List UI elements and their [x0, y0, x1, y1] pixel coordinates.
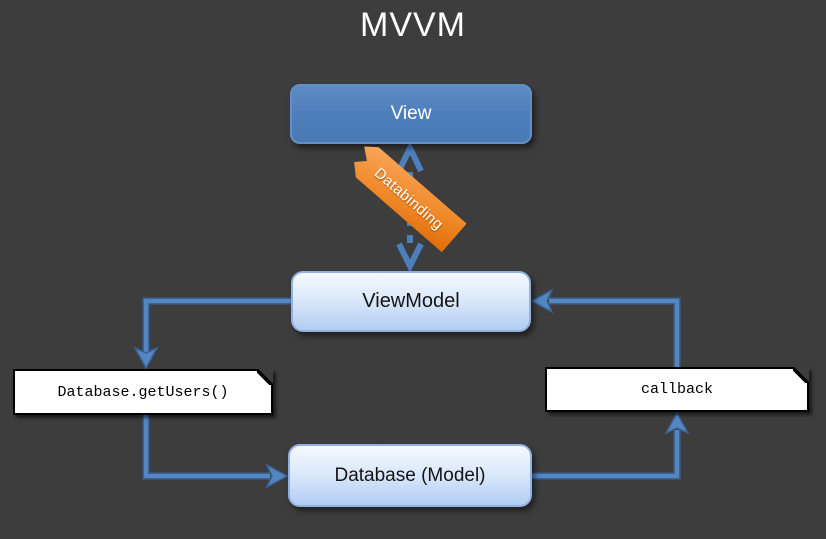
- edge-viewmodel-to-getusers: [133, 297, 292, 370]
- viewmodel-node: ViewModel: [291, 271, 531, 332]
- edge-getusers-to-database: [142, 414, 289, 489]
- callback-label: callback: [640, 381, 713, 398]
- viewmodel-node-label: ViewModel: [362, 290, 460, 312]
- database-getusers-label: Database.getUsers(): [57, 383, 229, 401]
- database-model-node: Database (Model): [288, 444, 532, 507]
- diagram-title: MVVM: [360, 6, 466, 44]
- database-getusers-node: Database.getUsers(): [13, 369, 273, 415]
- view-node: View: [290, 84, 532, 144]
- edge-callback-to-viewmodel: [530, 288, 681, 368]
- database-model-label: Database (Model): [334, 464, 486, 486]
- edge-database-to-callback: [531, 411, 690, 480]
- view-node-label: View: [390, 103, 432, 124]
- callback-node: callback: [545, 367, 809, 412]
